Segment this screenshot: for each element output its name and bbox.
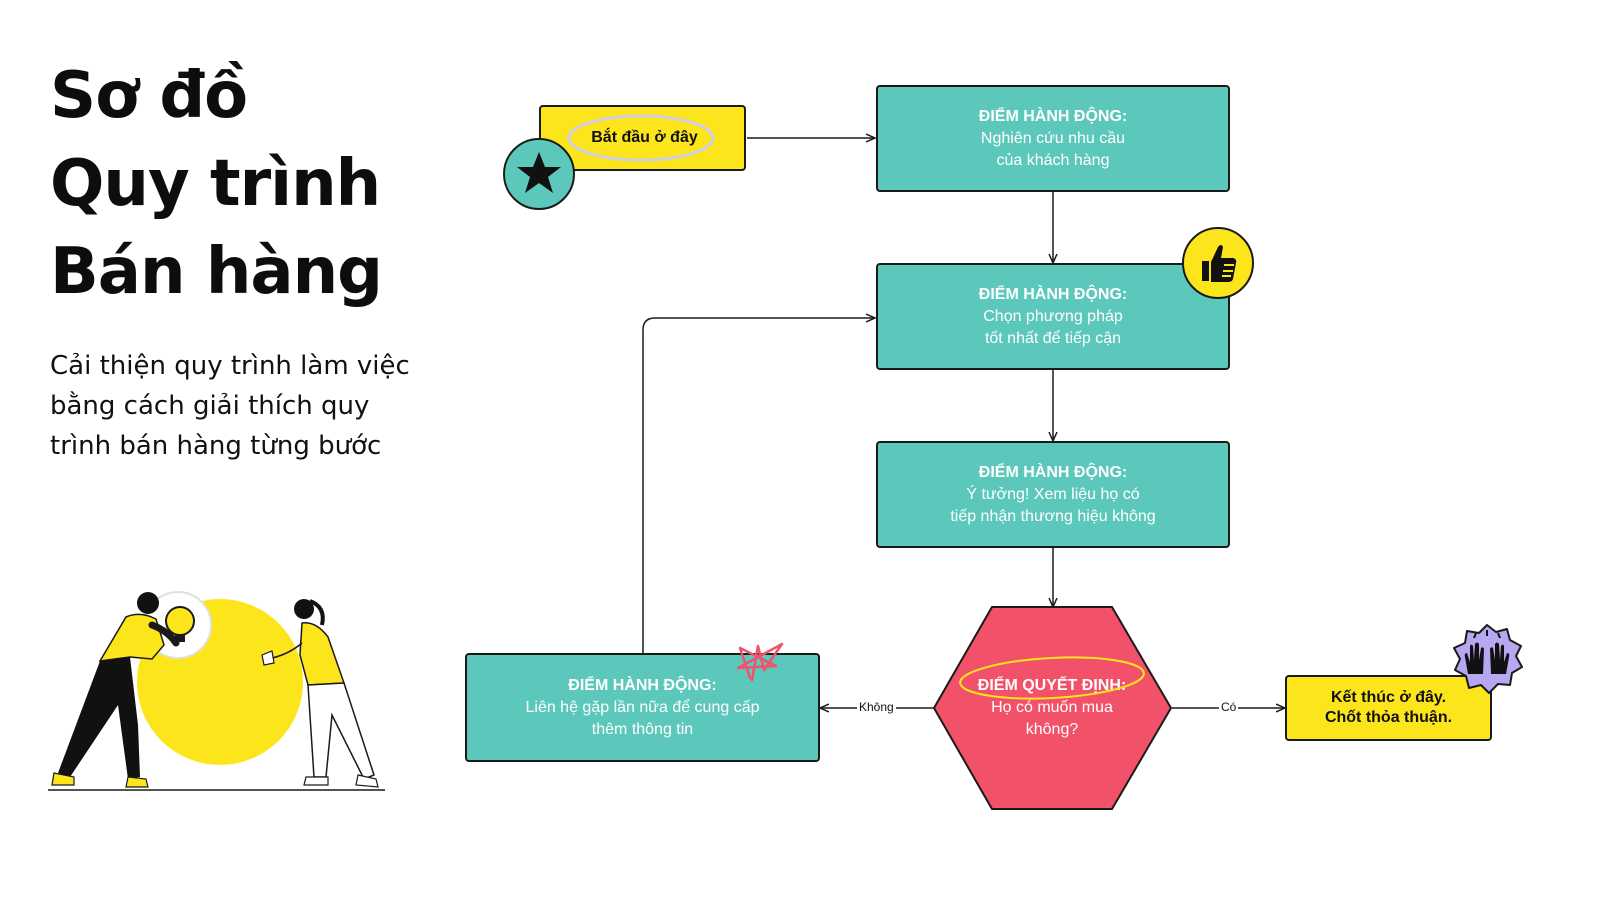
action-node-approach-line2: tốt nhất để tiếp cận: [984, 329, 1122, 347]
thumbs-up-icon: [1182, 227, 1254, 299]
action-node-research[interactable]: ĐIỂM HÀNH ĐỘNG: Nghiên cứu nhu cầu của k…: [876, 85, 1230, 192]
decision-node-line2: không?: [1025, 721, 1079, 738]
lightbulb-teamwork-illustration: [48, 591, 385, 791]
raised-hands-icon: [1453, 624, 1523, 694]
action-node-idea-line2: tiếp nhận thương hiệu không: [950, 507, 1156, 525]
action-node-idea[interactable]: ĐIỂM HÀNH ĐỘNG: Ý tưởng! Xem liệu họ có …: [876, 441, 1230, 548]
page-title: Sơ đồ Quy trình Bán hàng: [50, 52, 383, 316]
end-node-line1: Kết thúc ở đây.: [1330, 689, 1447, 706]
star-doodle-icon: [736, 642, 784, 682]
start-node-label: Bắt đầu ở đây: [591, 129, 698, 146]
action-node-idea-line1: Ý tưởng! Xem liệu họ có: [966, 485, 1140, 503]
action-node-approach-head: ĐIỂM HÀNH ĐỘNG:: [978, 285, 1128, 303]
edge-action4-to-action2: [642, 318, 874, 653]
edge-label-no: Không: [857, 700, 896, 714]
action-node-idea-head: ĐIỂM HÀNH ĐỘNG:: [978, 463, 1128, 481]
decision-node-line1: Họ có muốn mua: [991, 699, 1113, 716]
star-icon: [503, 138, 575, 210]
action-node-follow-up-line2: thêm thông tin: [591, 720, 694, 738]
end-node-line2: Chốt thỏa thuận.: [1324, 709, 1453, 726]
action-node-follow-up-head: ĐIỂM HÀNH ĐỘNG:: [568, 676, 717, 694]
action-node-follow-up[interactable]: ĐIỂM HÀNH ĐỘNG: Liên hệ gặp lần nữa để c…: [465, 653, 820, 762]
title-line-1: Sơ đồ: [50, 59, 248, 133]
action-node-research-line1: Nghiên cứu nhu cầu: [980, 129, 1126, 147]
page-subtitle: Cải thiện quy trình làm việc bằng cách g…: [50, 351, 410, 461]
decision-node[interactable]: ĐIỂM QUYẾT ĐỊNH: Họ có muốn mua không?: [932, 606, 1172, 810]
action-node-approach[interactable]: ĐIỂM HÀNH ĐỘNG: Chọn phương pháp tốt nhấ…: [876, 263, 1230, 370]
edge-label-yes: Có: [1219, 700, 1239, 714]
action-node-approach-line1: Chọn phương pháp: [983, 307, 1123, 325]
action-node-research-head: ĐIỂM HÀNH ĐỘNG:: [978, 107, 1128, 125]
title-line-3: Bán hàng: [50, 235, 383, 309]
decision-node-head: ĐIỂM QUYẾT ĐỊNH:: [977, 677, 1127, 694]
action-node-research-line2: của khách hàng: [996, 151, 1110, 169]
end-node[interactable]: Kết thúc ở đây. Chốt thỏa thuận.: [1285, 675, 1492, 741]
action-node-follow-up-line1: Liên hệ gặp lần nữa để cung cấp: [525, 698, 760, 716]
title-line-2: Quy trình: [50, 147, 381, 221]
